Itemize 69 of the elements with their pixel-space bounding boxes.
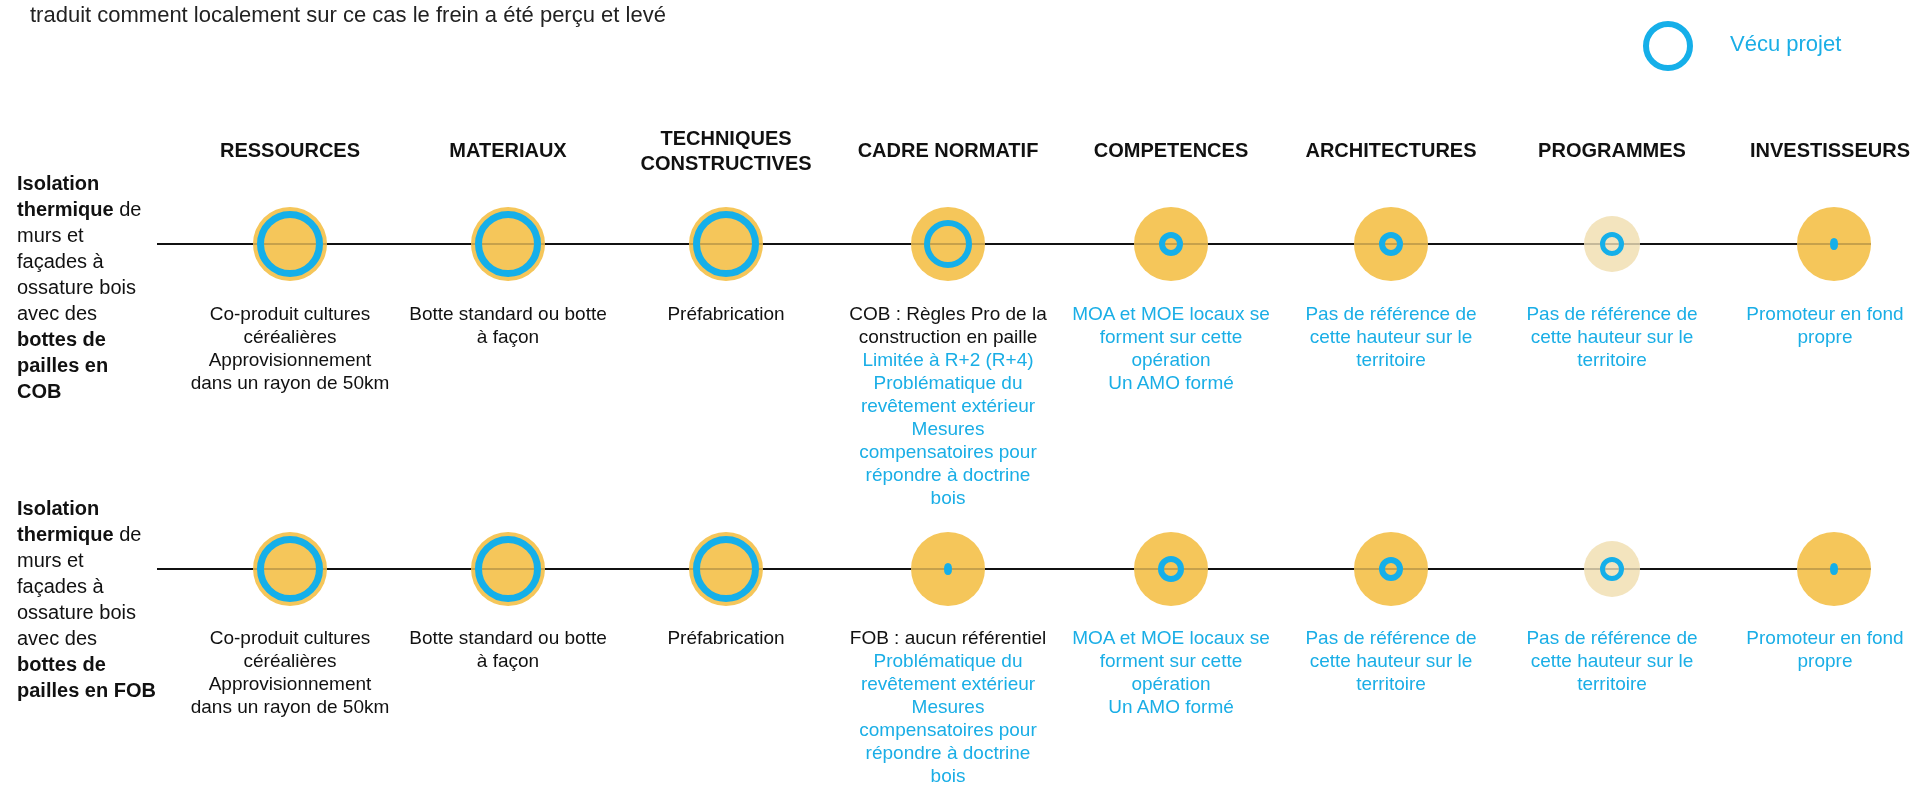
timeline-line	[156, 243, 254, 245]
circle-caption: Approvisionnement dans un rayon de 50km	[190, 348, 390, 394]
circle-caption: Problématique du revêtement extérieur	[859, 371, 1037, 417]
column-heading: COMPETENCES	[1092, 138, 1250, 163]
timeline-line	[1639, 243, 1798, 245]
timeline-line	[1207, 243, 1355, 245]
rating-circle	[911, 207, 985, 281]
timeline-line	[544, 243, 690, 245]
timeline-line	[984, 568, 1135, 570]
timeline-line	[326, 243, 472, 245]
rating-circle	[1584, 541, 1640, 597]
circle-caption: Pas de référence de cette hauteur sur le territoire	[1525, 302, 1699, 371]
column-heading: CADRE NORMATIF	[856, 138, 1040, 163]
circle-caption: Pas de référence de cette hauteur sur le territoire	[1304, 302, 1478, 371]
rating-circle	[689, 207, 763, 281]
rating-circle	[1354, 207, 1428, 281]
column-heading: INVESTISSEURS	[1748, 138, 1911, 163]
circle-caption: Mesures compensatoires pour répondre à doctrine bois	[858, 417, 1038, 509]
row-label: Isolation thermique de murs et façades à ossature bois avec des bottes de pailles en COB	[17, 171, 143, 404]
timeline-line	[1207, 568, 1355, 570]
rating-circle	[1584, 216, 1640, 272]
circle-caption: Un AMO formé	[1107, 695, 1235, 718]
rating-circle	[1797, 207, 1871, 281]
timeline-line	[544, 568, 690, 570]
intro-text: traduit comment localement sur ce cas le frein a été perçu et levé	[30, 1, 666, 29]
rating-circle	[1134, 532, 1208, 606]
circle-caption: Botte standard ou botte à façon	[408, 302, 608, 348]
timeline-line	[984, 243, 1135, 245]
rating-circle	[471, 207, 545, 281]
column-heading: PROGRAMMES	[1537, 138, 1687, 163]
row-label: Isolation thermique de murs et façades à ossature bois avec des bottes de pailles en FOB	[17, 496, 157, 703]
circle-caption: MOA et MOE locaux se forment sur cette opération	[1071, 302, 1271, 371]
circle-caption: Un AMO formé	[1107, 371, 1235, 394]
circle-caption: Préfabrication	[666, 626, 786, 649]
timeline-line	[1427, 243, 1585, 245]
timeline-line	[762, 568, 912, 570]
rating-circle	[253, 532, 327, 606]
circle-caption: Promoteur en fond propre	[1745, 302, 1905, 348]
circle-caption: Co-produit cultures céréalières	[208, 302, 372, 348]
timeline-line	[156, 568, 254, 570]
circle-caption: Approvisionnement dans un rayon de 50km	[190, 672, 390, 718]
circle-caption: MOA et MOE locaux se forment sur cette opération	[1071, 626, 1271, 695]
legend-label: Vécu projet	[1730, 31, 1842, 57]
circle-caption: Botte standard ou botte à façon	[408, 626, 608, 672]
rating-circle	[253, 207, 327, 281]
rating-circle	[1797, 532, 1871, 606]
circle-caption: Promoteur en fond propre	[1745, 626, 1905, 672]
rating-circle	[1354, 532, 1428, 606]
circle-caption: COB : Règles Pro de la construction en paille	[848, 302, 1048, 348]
column-heading: ARCHITECTURES	[1304, 138, 1478, 163]
rating-circle	[689, 532, 763, 606]
circle-caption: Mesures compensatoires pour répondre à doctrine bois	[858, 695, 1038, 787]
circle-caption: Pas de référence de cette hauteur sur le territoire	[1525, 626, 1699, 695]
timeline-line	[1427, 568, 1585, 570]
circle-caption: FOB : aucun référentiel	[848, 626, 1048, 649]
column-heading: RESSOURCES	[219, 138, 361, 163]
circle-caption: Préfabrication	[666, 302, 786, 325]
column-heading: TECHNIQUES CONSTRUCTIVES	[639, 126, 813, 176]
circle-caption: Limitée à R+2 (R+4)	[861, 348, 1035, 371]
timeline-line	[326, 568, 472, 570]
timeline-line	[1639, 568, 1798, 570]
circle-caption: Pas de référence de cette hauteur sur le territoire	[1304, 626, 1478, 695]
rating-circle	[911, 532, 985, 606]
rating-circle	[471, 532, 545, 606]
circle-caption: Problématique du revêtement extérieur	[859, 649, 1037, 695]
circle-caption: Co-produit cultures céréalières	[208, 626, 372, 672]
timeline-line	[762, 243, 912, 245]
column-heading: MATERIAUX	[448, 138, 568, 163]
rating-circle	[1134, 207, 1208, 281]
